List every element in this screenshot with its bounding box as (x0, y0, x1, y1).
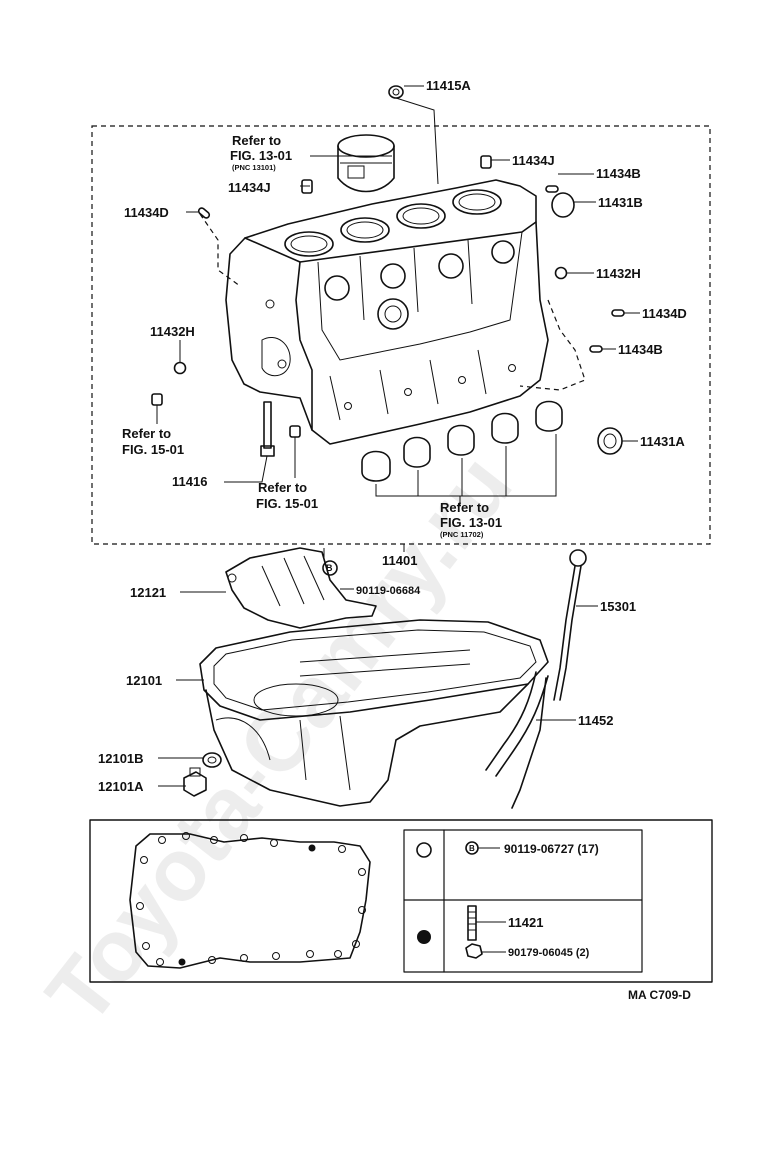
label-11431A: 11431A (640, 434, 685, 449)
label-11416: 11416 (172, 474, 207, 489)
svg-text:B: B (469, 844, 475, 853)
legend-open-circle-icon (416, 842, 432, 858)
label-11434J-left: 11434J (228, 180, 271, 195)
ref-left-line1: Refer to (122, 426, 171, 441)
plug-11415A (388, 85, 404, 99)
label-90119-06684: 90119-06684 (356, 585, 421, 597)
ref-bearing-pnc: (PNC 11702) (440, 530, 484, 539)
label-15301: 15301 (600, 599, 636, 614)
oil-dipstick (553, 549, 587, 701)
leader-lines (156, 85, 640, 787)
seal-11431A (597, 427, 623, 455)
label-11432H-left: 11432H (150, 324, 195, 339)
label-11434D-left: 11434D (124, 205, 169, 220)
oil-pan (199, 619, 549, 807)
label-11434B-right: 11434B (618, 342, 663, 357)
oil-baffle-plate (225, 547, 377, 629)
plug-11431B (551, 192, 575, 218)
label-11434J-top: 11434J (512, 153, 555, 168)
label-11452: 11452 (578, 713, 613, 728)
drain-gasket-12101B (202, 752, 222, 768)
pan-bolt-layout (129, 832, 371, 969)
pin-11434B-top (545, 185, 559, 193)
label-11434B-top: 11434B (596, 166, 641, 181)
pin-11434B-right (589, 345, 603, 353)
ref-piston-pnc: (PNC 13101) (232, 163, 276, 172)
ref-bearing-line1: Refer to (440, 500, 489, 515)
plug-11434J-top (480, 155, 492, 169)
label-11431B: 11431B (598, 195, 643, 210)
bolt-marker-b: B (322, 560, 338, 576)
figure-code: MA C709-D (628, 988, 691, 1002)
block-assembly-frame (91, 125, 711, 545)
label-11434D-right: 11434D (642, 306, 687, 321)
piston (337, 134, 395, 193)
drain-plug-12101A (183, 767, 207, 797)
ref-mid-line2: FIG. 15-01 (256, 496, 318, 511)
stud-11416 (260, 401, 275, 457)
pin-11434D-left (197, 207, 211, 219)
cylinder-block (199, 179, 586, 445)
legend-nut-icon (465, 943, 483, 959)
legend-stud-icon (467, 905, 477, 941)
label-12121: 12121 (130, 585, 166, 600)
ref-piston-line2: FIG. 13-01 (230, 148, 292, 163)
label-11432H-right: 11432H (596, 266, 641, 281)
main-bearings (361, 400, 563, 482)
plug-15-01-left (151, 393, 163, 406)
label-12101B: 12101B (98, 751, 144, 766)
ref-piston-line1: Refer to (232, 133, 281, 148)
label-12101A: 12101A (98, 779, 144, 794)
label-11415A: 11415A (426, 78, 471, 93)
ref-left-line2: FIG. 15-01 (122, 442, 184, 457)
plug-15-01-mid (289, 425, 301, 438)
legend-row2-stud: 11421 (508, 915, 543, 930)
label-11401: 11401 (382, 553, 417, 568)
fastener-legend-box: B 90119-06727 (17) 11421 90179-06045 (2) (89, 819, 713, 983)
plug-11432H-right (554, 266, 568, 280)
ref-mid-line1: Refer to (258, 480, 307, 495)
plug-11432H-left (173, 361, 187, 375)
dipstick-guide (485, 671, 549, 809)
label-12101: 12101 (126, 673, 162, 688)
legend-row2-nut: 90179-06045 (2) (508, 947, 590, 959)
pin-11434D-right (611, 309, 625, 317)
svg-text:B: B (326, 563, 333, 573)
legend-filled-circle-icon (417, 930, 431, 944)
legend-row1-label: 90119-06727 (17) (504, 842, 599, 856)
ref-bearing-line2: FIG. 13-01 (440, 515, 502, 530)
